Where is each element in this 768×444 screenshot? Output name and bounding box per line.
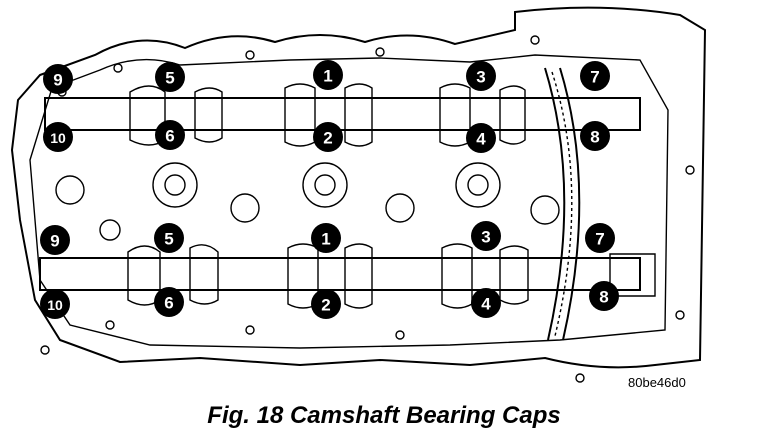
- upper-bearing-caps: 1 2 3 4 5 6 7 8 9 10: [43, 60, 610, 153]
- cap-marker: 7: [585, 223, 615, 253]
- svg-text:9: 9: [50, 232, 59, 251]
- cap-marker: 4: [466, 123, 496, 153]
- cap-marker: 10: [43, 122, 73, 152]
- svg-text:1: 1: [321, 230, 330, 249]
- svg-text:4: 4: [476, 130, 486, 149]
- svg-text:3: 3: [476, 68, 485, 87]
- cap-marker: 6: [154, 287, 184, 317]
- cam-sprocket: [544, 67, 581, 341]
- cap-marker: 3: [466, 61, 496, 91]
- svg-text:6: 6: [165, 127, 174, 146]
- cap-marker: 10: [40, 289, 70, 319]
- cap-marker: 8: [589, 281, 619, 311]
- cap-marker: 1: [313, 60, 343, 90]
- svg-text:4: 4: [481, 295, 491, 314]
- figure-caption: Fig. 18 Camshaft Bearing Caps: [207, 402, 561, 429]
- svg-text:5: 5: [165, 69, 174, 88]
- cylinder-head-outline: [10, 6, 707, 369]
- cap-marker: 9: [40, 225, 70, 255]
- svg-text:8: 8: [599, 288, 608, 307]
- cap-marker: 9: [43, 64, 73, 94]
- svg-text:2: 2: [321, 296, 330, 315]
- cap-marker: 5: [154, 223, 184, 253]
- spark-plug-wells: [55, 162, 560, 241]
- svg-text:6: 6: [164, 294, 173, 313]
- svg-text:7: 7: [595, 230, 604, 249]
- svg-text:2: 2: [323, 129, 332, 148]
- svg-text:3: 3: [481, 228, 490, 247]
- cap-marker: 1: [311, 223, 341, 253]
- svg-text:10: 10: [47, 297, 63, 313]
- svg-text:9: 9: [53, 71, 62, 90]
- cap-marker: 3: [471, 221, 501, 251]
- svg-text:1: 1: [323, 67, 332, 86]
- cap-marker: 5: [155, 62, 185, 92]
- lower-bearing-caps: 1 2 3 4 5 6 7 8 9 10: [40, 221, 619, 319]
- svg-text:7: 7: [590, 68, 599, 87]
- head-inner-outline: [29, 54, 669, 349]
- figure-code: 80be46d0: [628, 375, 686, 390]
- svg-text:5: 5: [164, 230, 173, 249]
- upper-camshaft: [44, 83, 641, 147]
- cap-marker: 7: [580, 61, 610, 91]
- cap-marker: 4: [471, 288, 501, 318]
- svg-text:8: 8: [590, 128, 599, 147]
- svg-text:10: 10: [50, 130, 66, 146]
- cap-marker: 2: [311, 289, 341, 319]
- perimeter-bolts: [40, 35, 695, 383]
- cap-marker: 6: [155, 120, 185, 150]
- cap-marker: 2: [313, 122, 343, 152]
- cap-marker: 8: [580, 121, 610, 151]
